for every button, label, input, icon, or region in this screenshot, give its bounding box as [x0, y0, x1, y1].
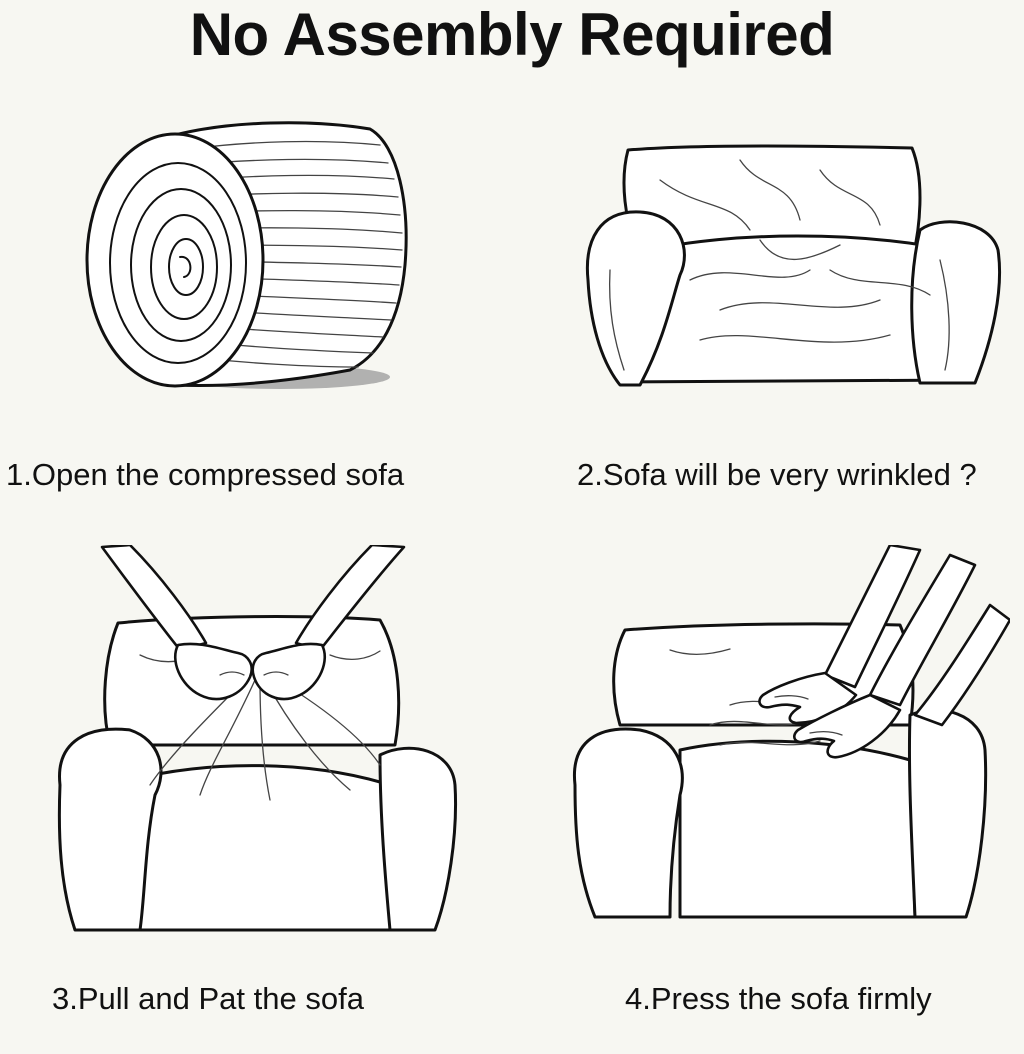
- hands-pulling-sofa-illustration: [50, 545, 460, 940]
- step-1-caption: 1.Open the compressed sofa: [6, 457, 405, 492]
- wrinkled-sofa-illustration: [580, 140, 1005, 390]
- hands-pressing-sofa-illustration: [570, 545, 1010, 925]
- page-title: No Assembly Required: [189, 1, 835, 68]
- rolled-sofa-illustration: [80, 115, 410, 405]
- step-4-caption: 4.Press the sofa firmly: [625, 981, 932, 1016]
- step-3-caption: 3.Pull and Pat the sofa: [52, 981, 364, 1016]
- step-2-caption: 2.Sofa will be very wrinkled ?: [577, 457, 977, 492]
